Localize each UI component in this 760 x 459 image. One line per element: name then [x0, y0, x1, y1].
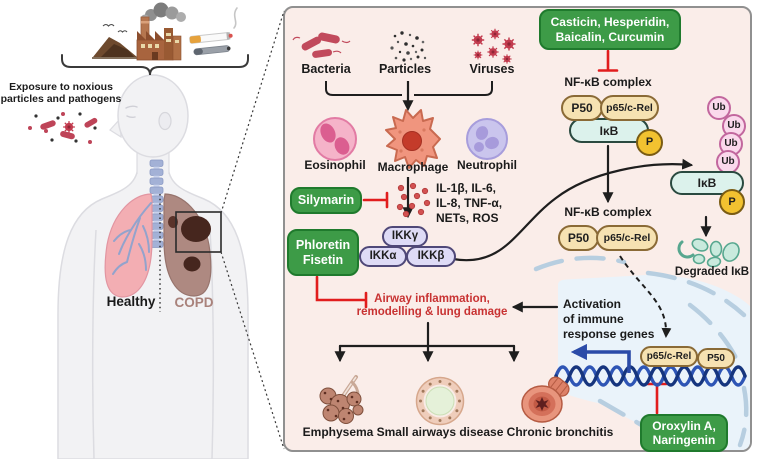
copd-lung-icon	[163, 193, 212, 297]
nfkb-complex2-title: NF-κB complex	[564, 205, 652, 219]
p50-pill-1: P50	[561, 95, 603, 121]
phospho-p-released: P	[719, 189, 745, 215]
ubiquitin-circle: Ub	[716, 150, 740, 174]
silymarin-box: Silymarin	[290, 187, 362, 214]
activation-line: of immune	[563, 312, 624, 326]
ikb-released-pill: IκB	[670, 171, 744, 195]
waste-pile-icon	[92, 23, 138, 59]
phloretin-fisetin-box: Phloretin Fisetin	[287, 229, 359, 276]
exposure-caption: Exposure to noxious particles and pathog…	[0, 81, 122, 105]
dna-p50-pill: P50	[697, 348, 735, 369]
factory-smoke-icon	[136, 2, 186, 61]
oroxylin-group-box: Oroxylin A, Naringenin	[640, 414, 728, 452]
activation-text: Activation of immune response genes	[563, 297, 665, 342]
neutrophil-label: Neutrophil	[457, 158, 517, 172]
airway-damage-line: Airway inflammation,	[374, 293, 490, 305]
exposure-caption-line: Exposure to noxious	[9, 81, 113, 93]
eosinophil-label: Eosinophil	[304, 158, 366, 172]
casticin-line: Casticin, Hesperidin,	[550, 15, 670, 30]
macrophage-label: Macrophage	[377, 160, 449, 174]
ikk-alpha-pill: IKKα	[359, 246, 407, 267]
casticin-line: Baicalin, Curcumin	[555, 29, 665, 44]
cytokines-line: NETs, ROS	[436, 211, 499, 225]
airway-damage-line: remodelling & lung damage	[356, 306, 508, 318]
cytokines-line: IL-8, TNF-α,	[436, 196, 503, 210]
healthy-label: Healthy	[106, 294, 156, 309]
trachea-spine-icon	[149, 159, 164, 248]
healthy-lung-icon	[104, 193, 153, 298]
ikk-gamma-pill: IKKγ	[382, 226, 428, 247]
particles-label: Particles	[378, 62, 432, 76]
airway-damage-text: Airway inflammation, remodelling & lung …	[350, 293, 514, 319]
sources-brace	[61, 54, 249, 76]
degraded-ikb-label: Degraded IκB	[674, 266, 750, 278]
activation-line: Activation	[563, 297, 622, 311]
cytokines-text: IL-1β, IL-6, IL-8, TNF-α, NETs, ROS	[436, 181, 534, 226]
p65-pill-1: p65/c-Rel	[600, 95, 659, 121]
inset-box	[175, 211, 222, 253]
inset-connector-lines	[220, 10, 285, 450]
p50-pill-2: P50	[558, 225, 599, 251]
oroxylin-line: Oroxylin A,	[652, 418, 716, 433]
phloretin-line: Phloretin	[295, 237, 351, 252]
activation-line: response genes	[563, 327, 655, 341]
casticin-group-box: Casticin, Hesperidin, Baicalin, Curcumin	[539, 9, 681, 50]
copd-label: COPD	[174, 295, 214, 310]
nfkb-complex1-title: NF-κB complex	[564, 75, 652, 89]
bacteria-label: Bacteria	[301, 62, 351, 76]
chronic-bronchitis-label: Chronic bronchitis	[506, 425, 614, 439]
ikk-beta-pill: IKKβ	[406, 246, 456, 267]
cigarettes-icon	[189, 7, 238, 56]
p65-pill-2: p65/c-Rel	[596, 225, 658, 251]
cytokines-line: IL-1β, IL-6,	[436, 181, 496, 195]
dna-p65-pill: p65/c-Rel	[640, 346, 698, 367]
emphysema-label: Emphysema	[302, 425, 374, 439]
human-silhouette	[57, 74, 249, 459]
small-airways-label: Small airways disease	[376, 425, 504, 439]
phloretin-line: Fisetin	[302, 252, 344, 267]
phospho-p-1: P	[636, 129, 663, 156]
oroxylin-line: Naringenin	[652, 433, 716, 447]
viruses-label: Viruses	[469, 62, 515, 76]
exposure-caption-line: particles and pathogens	[0, 92, 122, 105]
silymarin-label: Silymarin	[297, 193, 355, 208]
pathogen-cluster-icon	[28, 112, 98, 144]
